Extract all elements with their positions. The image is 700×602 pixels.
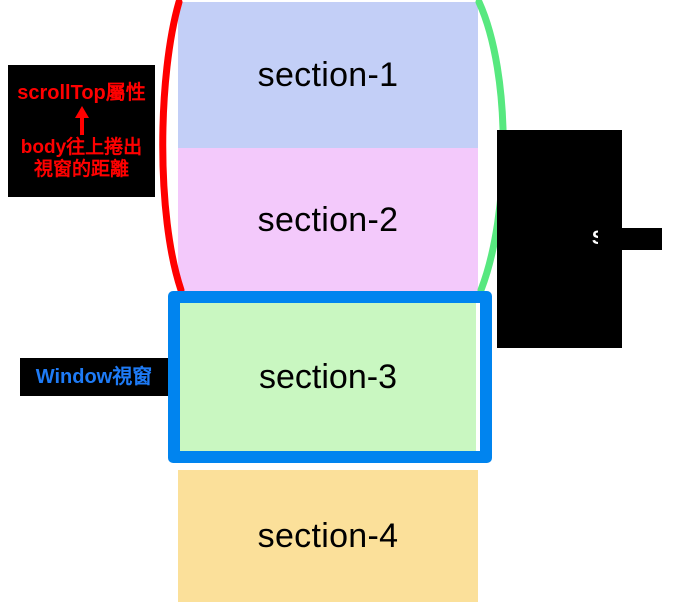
section-2-block: section-2: [178, 148, 478, 292]
redaction-bar: [598, 228, 662, 250]
redaction-bar-secondary: [600, 247, 616, 267]
scrolltop-description-line-1: body往上捲出: [20, 136, 143, 158]
section-4-label: section-4: [257, 516, 399, 555]
section-3-label: section-3: [259, 357, 397, 396]
scrolltop-title: scrollTop屬性: [17, 81, 146, 104]
scrolltop-description-line-2: 視窗的距離: [33, 158, 129, 180]
section-3-label-wrap: section-3: [180, 303, 476, 451]
window-callout-label: Window視窗: [35, 365, 153, 388]
section-2-label: section-2: [257, 200, 399, 239]
section-4-block: section-4: [178, 470, 478, 602]
up-arrow-wrap: [71, 105, 93, 136]
window-viewport-frame: [168, 291, 492, 463]
up-arrow-icon: [74, 105, 89, 135]
section-1-block: section-1: [178, 2, 478, 148]
scrolltop-callout: scrollTop屬性 body往上捲出 視窗的距離: [8, 65, 155, 197]
section-3-block: [180, 303, 476, 451]
window-callout: Window視窗: [20, 358, 168, 396]
section-1-label: section-1: [257, 55, 399, 94]
